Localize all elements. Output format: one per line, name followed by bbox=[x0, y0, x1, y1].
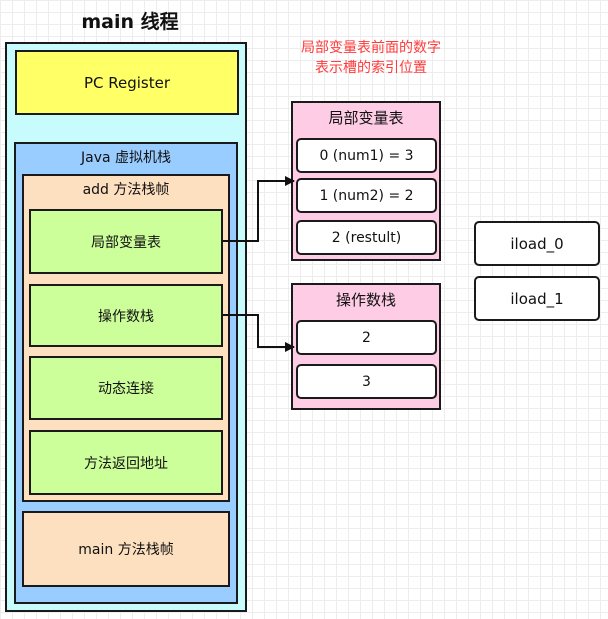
add-frame-label: add 方法栈帧 bbox=[82, 182, 170, 198]
operand-stack-title: 操作数栈 bbox=[335, 290, 396, 309]
instruction-iload-1: iload_1 bbox=[474, 276, 600, 321]
pc-register-box: PC Register bbox=[15, 50, 239, 115]
frame-local-vars-label: 局部变量表 bbox=[91, 234, 161, 251]
operand-stack-item-0: 2 bbox=[296, 320, 437, 355]
main-frame-box: main 方法栈帧 bbox=[22, 511, 230, 587]
pc-register-label: PC Register bbox=[83, 73, 171, 92]
thread-title: main 线程 bbox=[81, 10, 179, 33]
local-var-slot-0: 0 (num1) = 3 bbox=[296, 138, 437, 173]
instruction-iload-0: iload_0 bbox=[474, 221, 600, 266]
operand-stack-item-1: 3 bbox=[296, 364, 437, 399]
note-line-2: 表示槽的索引位置 bbox=[315, 60, 427, 76]
frame-dynamic-linking-label: 动态连接 bbox=[98, 381, 154, 397]
local-vars-title: 局部变量表 bbox=[328, 108, 404, 127]
frame-operand-stack: 操作数栈 bbox=[29, 284, 223, 347]
arrow-to-operand-stack bbox=[223, 314, 295, 352]
frame-return-address-label: 方法返回地址 bbox=[84, 455, 168, 472]
frame-return-address: 方法返回地址 bbox=[29, 430, 223, 495]
main-frame-label: main 方法栈帧 bbox=[78, 542, 174, 558]
local-var-slot-1: 1 (num2) = 2 bbox=[296, 178, 437, 213]
note-line-1: 局部变量表前面的数字 bbox=[301, 40, 441, 56]
local-var-slot-2: 2 (restult) bbox=[296, 220, 437, 255]
slot-index-note: 局部变量表前面的数字 表示槽的索引位置 bbox=[286, 38, 456, 78]
frame-local-vars: 局部变量表 bbox=[29, 209, 223, 274]
frame-operand-stack-label: 操作数栈 bbox=[98, 308, 154, 325]
jvm-stack-label: Java 虚拟机栈 bbox=[80, 150, 172, 166]
frame-dynamic-linking: 动态连接 bbox=[29, 356, 223, 420]
arrow-to-local-vars bbox=[223, 176, 295, 242]
